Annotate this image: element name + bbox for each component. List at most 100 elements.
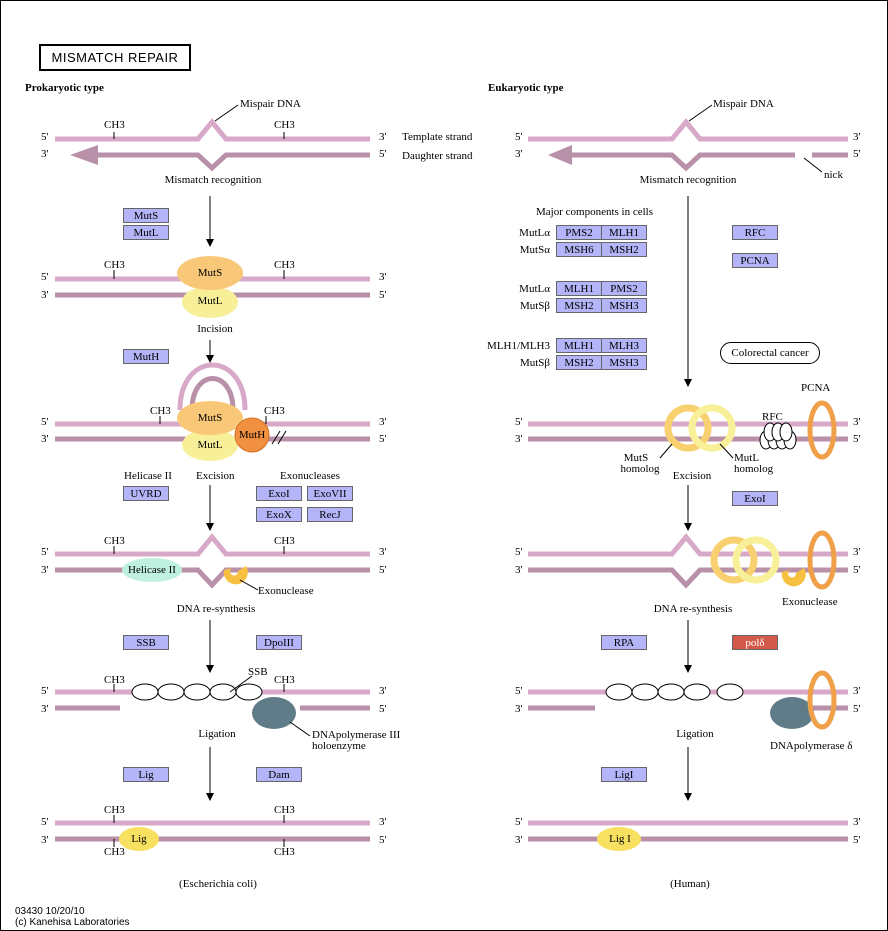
euk-dna-row6 (528, 820, 848, 851)
lig-blob-label: Lig (131, 833, 147, 845)
strand-end-3: 3' (853, 131, 861, 143)
strand-end-5: 5' (41, 131, 49, 143)
prok-dna-row6 (55, 815, 370, 851)
footer-id: 03430 10/20/10 (15, 906, 85, 917)
methyl-label: CH3 (104, 674, 125, 686)
gene-mlh1[interactable]: MLH1 (601, 225, 647, 240)
strand-end-3: 3' (853, 546, 861, 558)
methyl-label: CH3 (104, 846, 125, 858)
strand-end-3: 3' (515, 703, 523, 715)
strand-end-5: 5' (379, 564, 387, 576)
exonucleases-label: Exonucleases (280, 470, 340, 482)
strand-end-5: 5' (853, 148, 861, 160)
prok-exonuclease-label: Exonuclease (258, 585, 314, 597)
strand-end-5: 5' (515, 131, 523, 143)
gene-mutl[interactable]: MutL (123, 225, 169, 240)
strand-end-3: 3' (379, 416, 387, 428)
euk-excision-label: Excision (672, 470, 712, 482)
methyl-label: CH3 (104, 804, 125, 816)
gene-exovii[interactable]: ExoVII (307, 486, 353, 501)
gene-msh3[interactable]: MSH3 (601, 355, 647, 370)
gene-mlh3[interactable]: MLH3 (601, 338, 647, 353)
colorectal-cancer-link[interactable]: Colorectal cancer (720, 342, 820, 364)
eukaryotic-heading: Eukaryotic type (488, 82, 564, 94)
incision-label: Incision (197, 323, 233, 335)
mlh1-mlh3-label: MLH1/MLH3 (487, 340, 550, 352)
strand-end-3: 3' (853, 416, 861, 428)
methyl-label: CH3 (274, 535, 295, 547)
gene-pold[interactable]: polδ (732, 635, 778, 650)
euk-organism-label: (Human) (670, 878, 710, 890)
strand-end-3: 3' (41, 703, 49, 715)
euk-dna-row4 (528, 530, 848, 590)
strand-end-5: 5' (379, 433, 387, 445)
strand-end-5: 5' (853, 433, 861, 445)
gene-muth[interactable]: MutH (123, 349, 169, 364)
methyl-label: CH3 (104, 259, 125, 271)
gene-rfc[interactable]: RFC (732, 225, 778, 240)
mutl-alpha-label: MutLα (519, 227, 550, 239)
major-components-label: Major components in cells (536, 206, 654, 218)
strand-end-3: 3' (41, 289, 49, 301)
gene-rpa[interactable]: RPA (601, 635, 647, 650)
rfc-label: RFC (762, 411, 783, 423)
lig-i-blob-label: Lig I (609, 833, 631, 845)
pcna-label: PCNA (801, 382, 831, 394)
muts-blob-label-2: MutS (197, 412, 223, 424)
gene-msh2[interactable]: MSH2 (556, 355, 602, 370)
prok-resynthesis-label: DNA re-synthesis (176, 603, 256, 615)
gene-pcna[interactable]: PCNA (732, 253, 778, 268)
strand-end-3: 3' (379, 685, 387, 697)
euk-resynthesis-label: DNA re-synthesis (653, 603, 733, 615)
strand-end-5: 5' (41, 816, 49, 828)
mutl-blob-label: MutL (197, 295, 223, 307)
strand-end-5: 5' (41, 546, 49, 558)
strand-end-5: 5' (515, 816, 523, 828)
footer-copyright: (c) Kanehisa Laboratories (15, 917, 130, 928)
prok-organism-label: (Escherichia coli) (179, 878, 257, 890)
strand-end-3: 3' (515, 148, 523, 160)
gene-msh2[interactable]: MSH2 (601, 242, 647, 257)
prok-dna-row1 (55, 104, 370, 172)
euk-dna-row3 (528, 400, 848, 460)
dnapol-delta-label: DNApolymerase δ (770, 740, 853, 752)
gene-exoi[interactable]: ExoI (732, 491, 778, 506)
gene-exox[interactable]: ExoX (256, 507, 302, 522)
strand-end-3: 3' (379, 546, 387, 558)
mutl-alpha-label-2: MutLα (519, 283, 550, 295)
gene-uvrd[interactable]: UVRD (123, 486, 169, 501)
gene-dpoiii[interactable]: DpoIII (256, 635, 302, 650)
methyl-label: CH3 (264, 405, 285, 417)
gene-msh2[interactable]: MSH2 (556, 298, 602, 313)
gene-exoi[interactable]: ExoI (256, 486, 302, 501)
strand-end-3: 3' (41, 564, 49, 576)
gene-pms2[interactable]: PMS2 (601, 281, 647, 296)
prok-excision-label: Excision (196, 470, 235, 482)
gene-muts[interactable]: MutS (123, 208, 169, 223)
dnapol-iii-label-2: holoenzyme (312, 740, 366, 752)
euk-ligation-label: Ligation (676, 728, 714, 740)
gene-dam[interactable]: Dam (256, 767, 302, 782)
gene-mlh1[interactable]: MLH1 (556, 281, 602, 296)
prokaryotic-heading: Prokaryotic type (25, 82, 104, 94)
gene-recj[interactable]: RecJ (307, 507, 353, 522)
gene-msh3[interactable]: MSH3 (601, 298, 647, 313)
strand-end-5: 5' (379, 834, 387, 846)
prok-dna-row4 (55, 533, 370, 591)
mutl-homolog-label-2: homolog (734, 463, 774, 475)
strand-end-3: 3' (853, 816, 861, 828)
strand-end-3: 3' (853, 685, 861, 697)
gene-ssb[interactable]: SSB (123, 635, 169, 650)
methyl-label: CH3 (274, 804, 295, 816)
gene-mlh1[interactable]: MLH1 (556, 338, 602, 353)
gene-ligi[interactable]: LigI (601, 767, 647, 782)
prok-ligation-label: Ligation (198, 728, 236, 740)
strand-end-3: 3' (379, 271, 387, 283)
strand-end-5: 5' (853, 564, 861, 576)
euk-exonuclease-label: Exonuclease (782, 596, 838, 608)
gene-pms2[interactable]: PMS2 (556, 225, 602, 240)
gene-msh6[interactable]: MSH6 (556, 242, 602, 257)
nick-label: nick (824, 169, 843, 181)
gene-lig[interactable]: Lig (123, 767, 169, 782)
methyl-label: CH3 (104, 119, 125, 131)
